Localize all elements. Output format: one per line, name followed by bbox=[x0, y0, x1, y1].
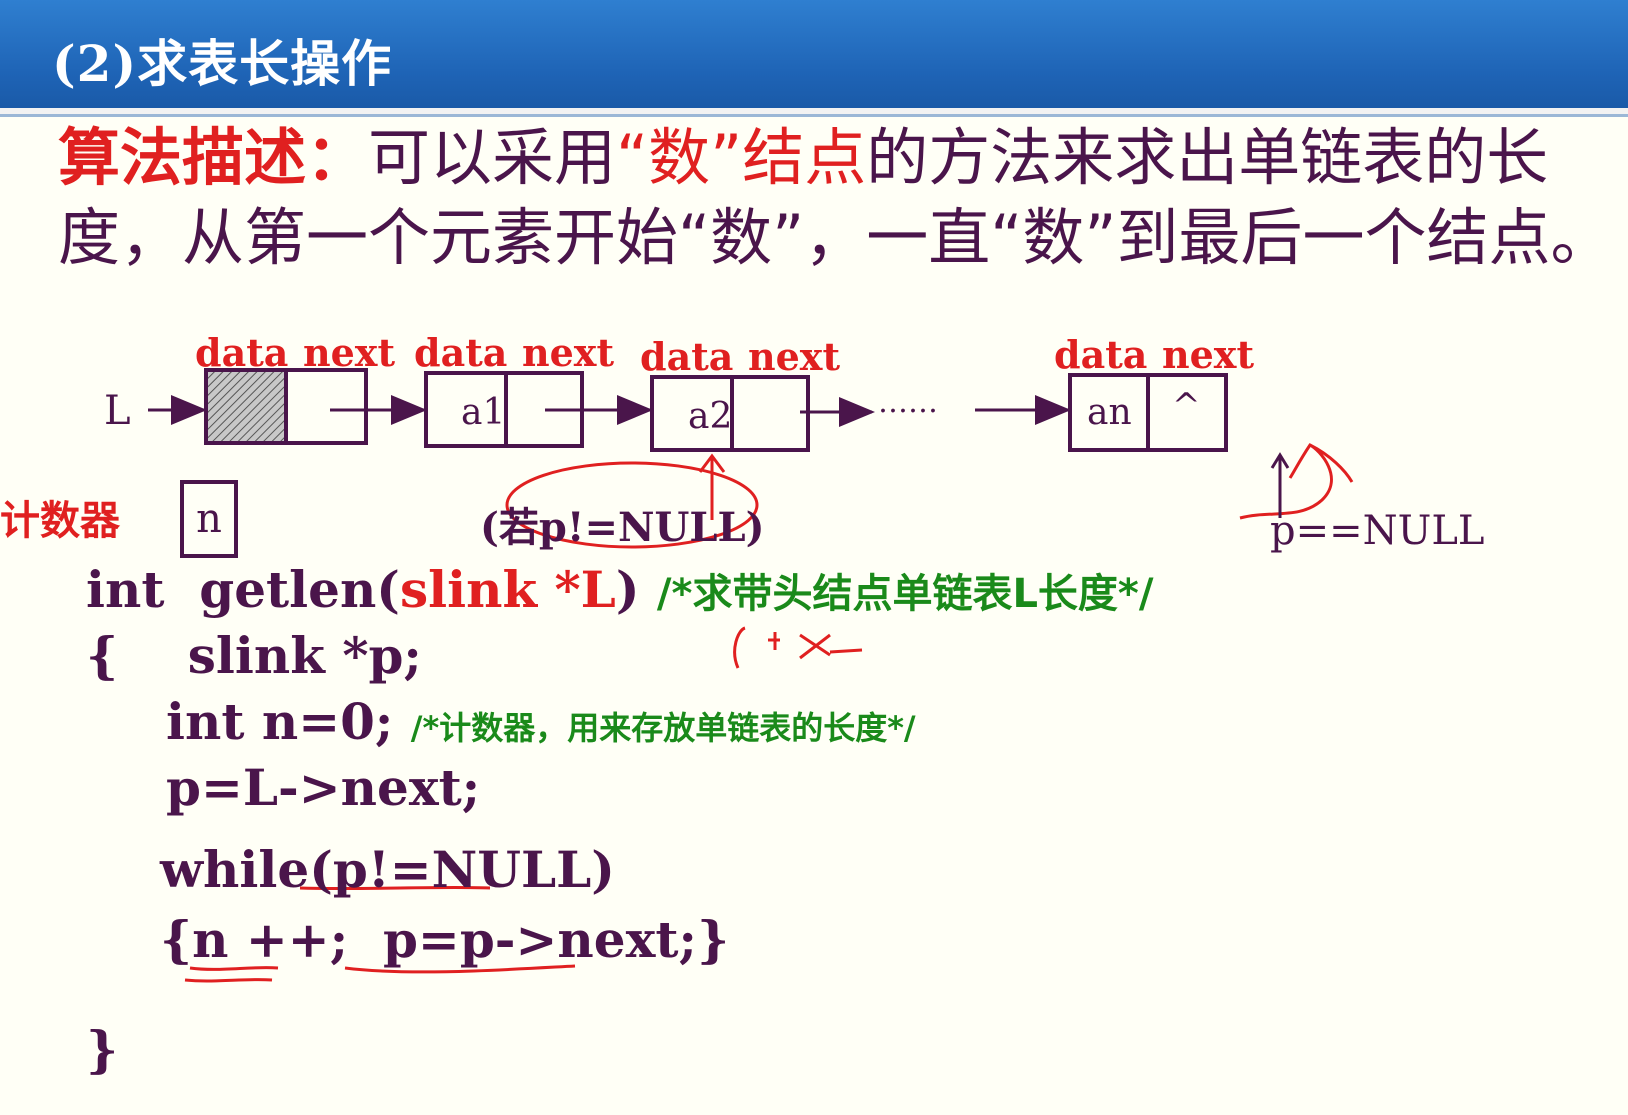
code-line-1: int getlen(slink *L) /*求带头结点单链表L长度*/ bbox=[86, 560, 1154, 619]
code-line-6: {n ++; p=p->next;} bbox=[160, 910, 730, 969]
underline-next bbox=[344, 964, 576, 974]
field-label-next-3: next bbox=[1162, 332, 1255, 377]
node-a1-label: a1 bbox=[461, 392, 506, 433]
field-label-next-2: next bbox=[748, 334, 841, 379]
head-node-data-cell bbox=[204, 368, 288, 445]
head-node-next-cell bbox=[284, 368, 368, 445]
field-label-data-1: data bbox=[414, 330, 508, 375]
description-highlight: “数”结点 bbox=[616, 121, 867, 194]
algorithm-description: 算法描述：可以采用“数”结点的方法来求出单链表的长度，从第一个元素开始“数”，一… bbox=[58, 118, 1618, 278]
node-an-label: an bbox=[1087, 392, 1132, 433]
end-condition-note: p==NULL bbox=[1270, 508, 1485, 554]
code-line-2: { slink *p; bbox=[86, 626, 422, 685]
field-label-next-1: next bbox=[522, 330, 615, 375]
counter-label: 计数器 bbox=[0, 498, 120, 544]
code-line-7: } bbox=[86, 1020, 119, 1079]
ellipsis: …… bbox=[878, 385, 938, 420]
description-text-2: 的方法来求出单链表的长度，从第一个元素开始“数”，一直“数”到最后一个结点。 bbox=[58, 121, 1613, 274]
field-label-data-0: data bbox=[195, 330, 289, 375]
handwritten-note bbox=[733, 626, 863, 669]
description-text-1: 可以采用 bbox=[368, 121, 617, 194]
null-pointer-symbol: ^ bbox=[1172, 386, 1201, 426]
slide-header: (2)求表长操作 bbox=[0, 0, 1628, 114]
field-label-data-3: data bbox=[1054, 332, 1148, 377]
end-pointer-arrow bbox=[1270, 452, 1290, 518]
counter-box: n bbox=[180, 480, 238, 558]
code-line-4: p=L->next; bbox=[166, 758, 481, 817]
condition-note: (若p!=NULL) bbox=[480, 504, 765, 551]
code-line-5: while(p!=NULL) bbox=[160, 840, 615, 899]
underline-while bbox=[299, 885, 491, 891]
head-pointer-label: L bbox=[104, 388, 131, 434]
handwritten-circle bbox=[505, 461, 759, 549]
description-label: 算法描述： bbox=[58, 121, 369, 194]
underline-n bbox=[184, 966, 279, 983]
slide-title: (2)求表长操作 bbox=[52, 34, 393, 93]
code-line-3: int n=0; /*计数器，用来存放单链表的长度*/ bbox=[166, 692, 916, 751]
field-label-data-2: data bbox=[640, 334, 734, 379]
node-a2-label: a2 bbox=[688, 396, 733, 437]
field-label-next-0: next bbox=[303, 330, 396, 375]
